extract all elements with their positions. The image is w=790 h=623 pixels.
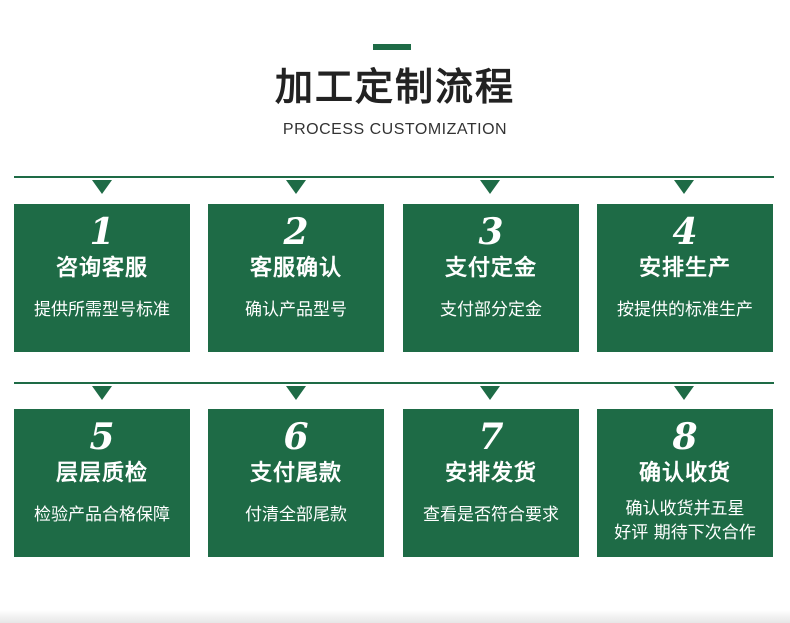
step-number: 7 <box>478 416 504 458</box>
step-8-arrow-icon <box>674 386 694 400</box>
step-card-2: 2 客服确认 确认产品型号 <box>208 204 384 352</box>
row-2-connector-line <box>14 382 774 384</box>
step-description: 确认产品型号 <box>245 300 347 320</box>
step-card-1: 1 咨询客服 提供所需型号标准 <box>14 204 190 352</box>
step-4-arrow-icon <box>674 180 694 194</box>
page-subtitle: PROCESS CUSTOMIZATION <box>282 121 508 138</box>
step-name: 安排生产 <box>638 256 731 281</box>
footer-shade <box>0 610 790 623</box>
step-1-arrow-icon <box>92 180 112 194</box>
step-number: 5 <box>89 416 115 458</box>
step-name: 层层质检 <box>55 461 148 486</box>
step-description: 支付部分定金 <box>440 300 542 320</box>
step-number: 8 <box>672 416 698 458</box>
step-card-5: 5 层层质检 检验产品合格保障 <box>14 409 190 557</box>
step-number: 6 <box>283 416 309 458</box>
step-number: 1 <box>89 211 115 253</box>
step-6-arrow-icon <box>286 386 306 400</box>
step-number: 3 <box>478 211 504 253</box>
step-name: 咨询客服 <box>55 256 148 281</box>
step-number: 2 <box>283 211 309 253</box>
step-card-4: 4 安排生产 按提供的标准生产 <box>597 204 773 352</box>
step-card-8: 8 确认收货 确认收货并五星 好评 期待下次合作 <box>597 409 773 557</box>
step-card-6: 6 支付尾款 付清全部尾款 <box>208 409 384 557</box>
row-1-connector-line <box>14 176 774 178</box>
step-name: 确认收货 <box>638 461 731 486</box>
step-description: 付清全部尾款 <box>245 505 347 525</box>
step-description: 按提供的标准生产 <box>617 300 753 320</box>
step-name: 安排发货 <box>444 461 537 486</box>
step-name: 支付定金 <box>444 256 537 281</box>
step-description: 查看是否符合要求 <box>423 505 559 525</box>
page-title: 加工定制流程 <box>274 65 515 109</box>
step-2-arrow-icon <box>286 180 306 194</box>
step-name: 客服确认 <box>249 256 342 281</box>
step-name: 支付尾款 <box>249 461 342 486</box>
step-number: 4 <box>672 211 698 253</box>
step-card-7: 7 安排发货 查看是否符合要求 <box>403 409 579 557</box>
title-accent-bar <box>373 44 411 50</box>
step-7-arrow-icon <box>480 386 500 400</box>
step-card-3: 3 支付定金 支付部分定金 <box>403 204 579 352</box>
step-5-arrow-icon <box>92 386 112 400</box>
step-3-arrow-icon <box>480 180 500 194</box>
step-description: 检验产品合格保障 <box>34 505 170 525</box>
step-description: 提供所需型号标准 <box>34 300 170 320</box>
step-description: 确认收货并五星 好评 期待下次合作 <box>614 499 756 543</box>
